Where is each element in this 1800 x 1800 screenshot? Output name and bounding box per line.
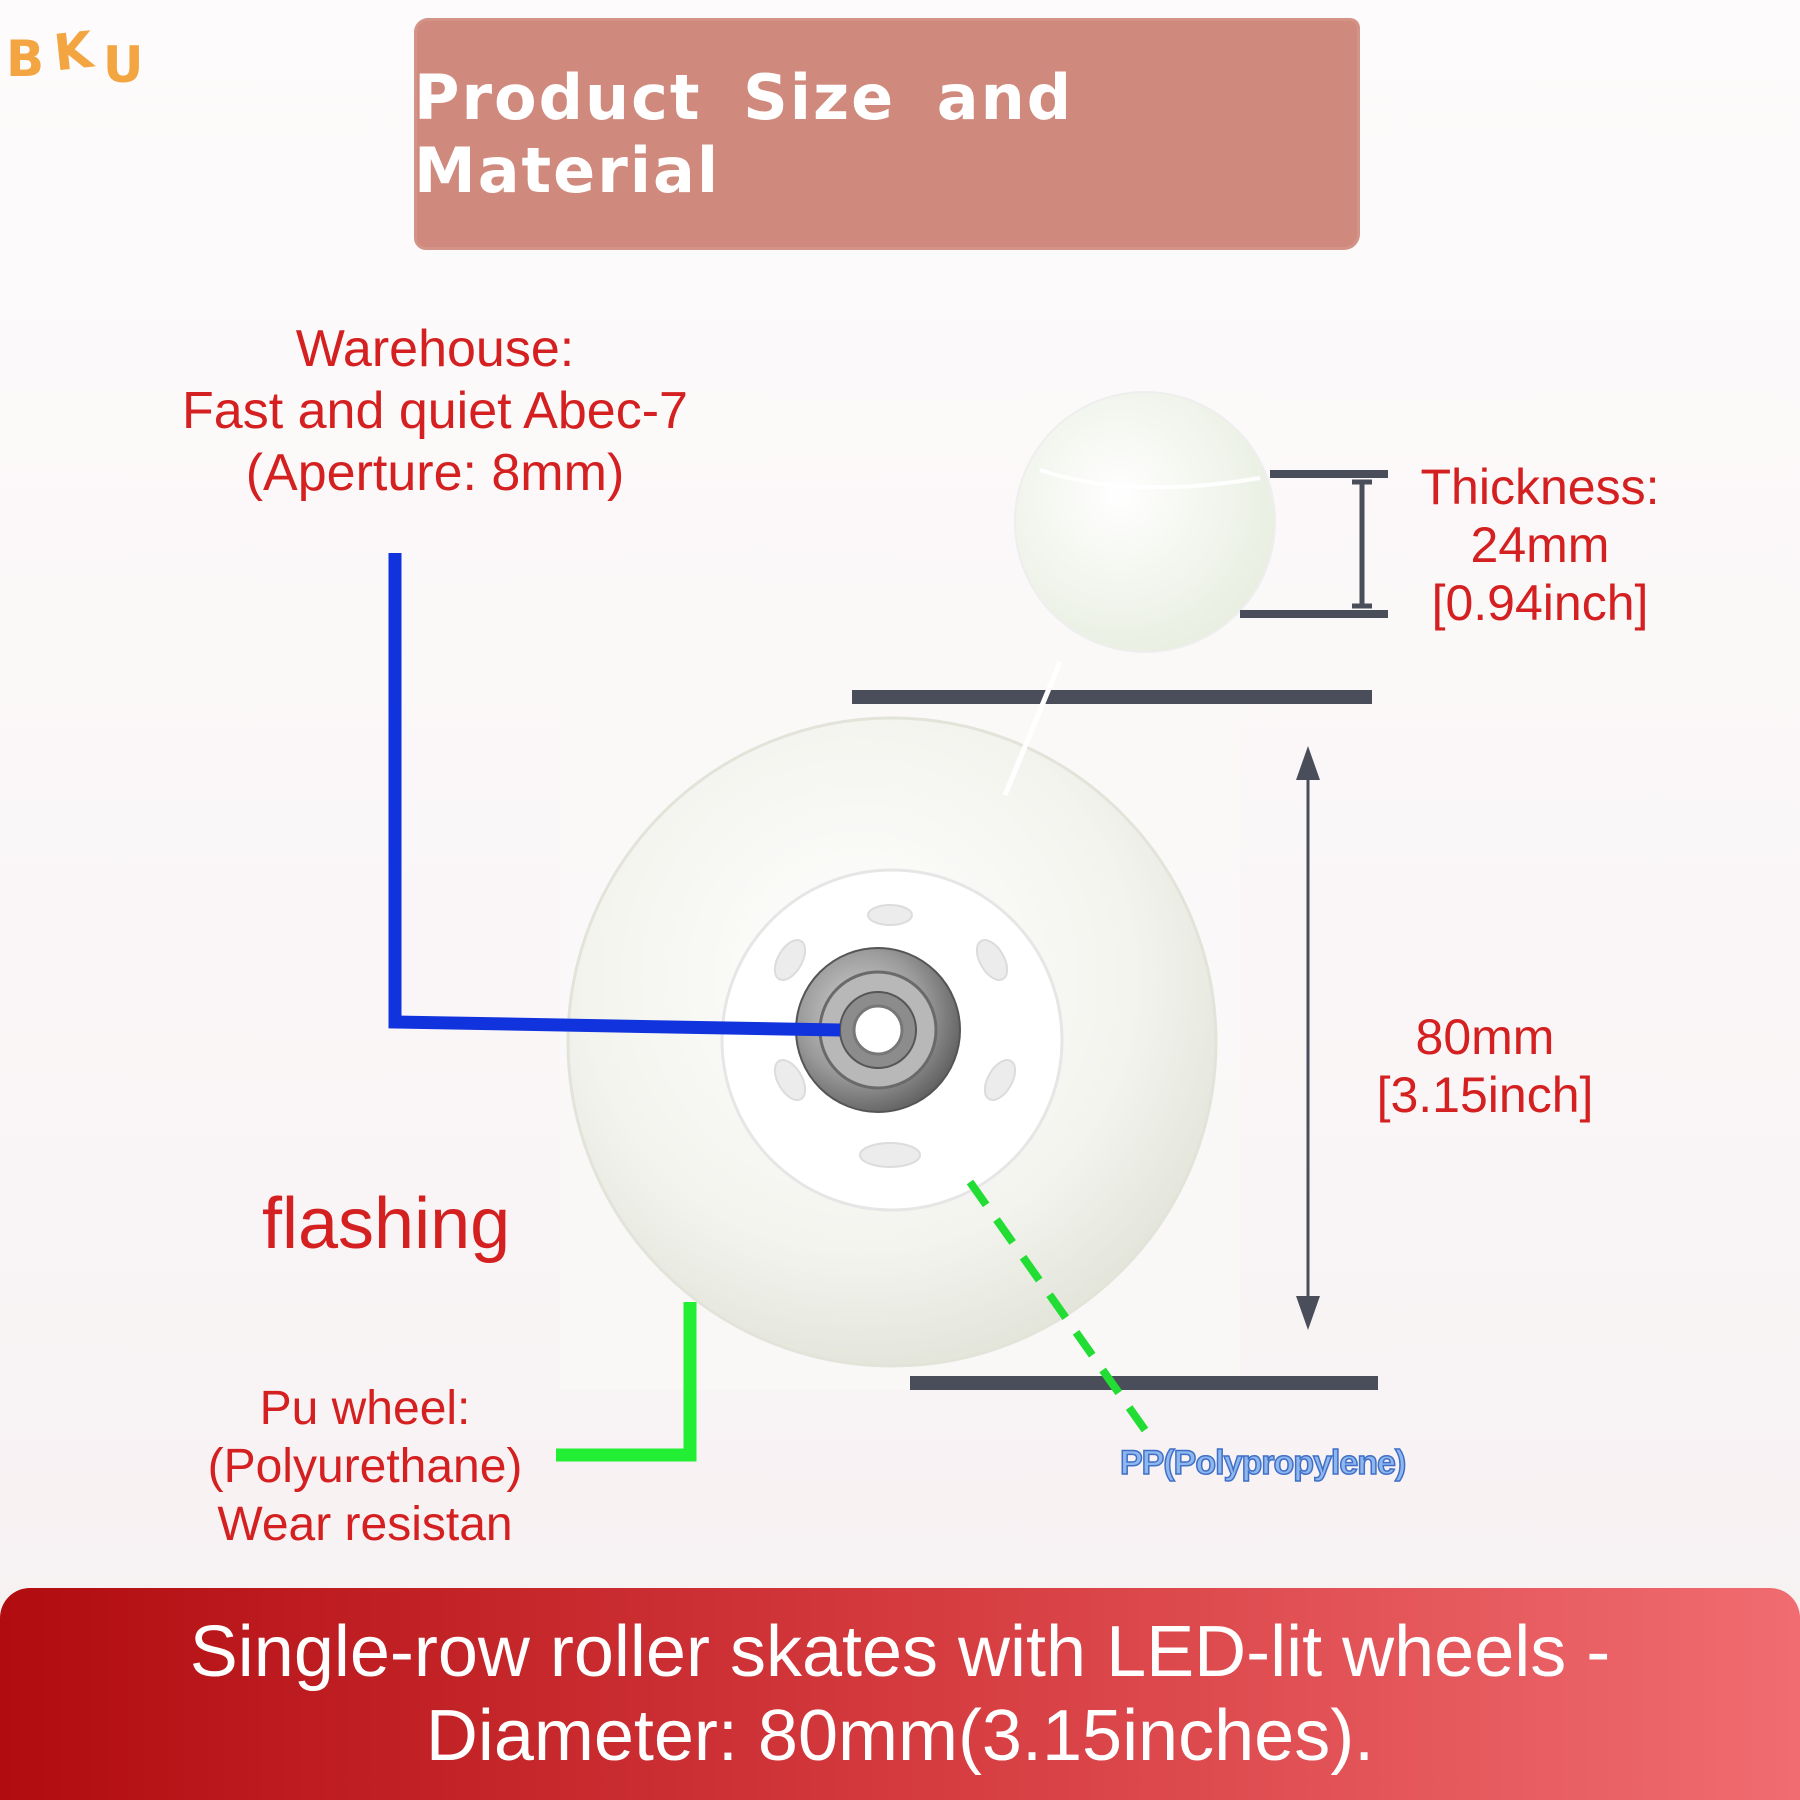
pp-leader-line — [966, 1179, 1149, 1433]
logo-letter-b: B — [6, 30, 55, 88]
pu-wheel-label: Pu wheel: (Polyurethane) Wear resistan — [160, 1380, 570, 1554]
diameter-arrow-up-icon — [1296, 746, 1320, 780]
thickness-label-line-3: [0.94inch] — [1431, 575, 1649, 631]
thickness-label-line-1: Thickness: — [1420, 459, 1660, 515]
bearing-label-line-3: (Aperture: 8mm) — [245, 444, 625, 502]
bottom-banner: Single-row roller skates with LED-lit wh… — [0, 1588, 1800, 1800]
pp-label: PP(Polypropylene) — [1119, 1443, 1407, 1483]
thickness-inset-wheel — [1014, 391, 1276, 653]
diameter-label-line-1: 80mm — [1415, 1009, 1555, 1065]
page-title: Product Size and Material — [414, 61, 1074, 207]
inset-connector-line — [1002, 661, 1063, 796]
pu-wheel-label-line-3: Wear resistan — [217, 1498, 513, 1551]
bottom-banner-line-2: Diameter: 80mm(3.15inches). — [425, 1696, 1375, 1776]
bearing-label-line-1: Warehouse: — [295, 320, 575, 378]
pu-wheel-label-line-1: Pu wheel: — [259, 1382, 471, 1435]
diameter-label: 80mm [3.15inch] — [1360, 1008, 1610, 1124]
bearing-leader-line — [388, 553, 841, 1037]
pu-wheel-label-line-2: (Polyurethane) — [207, 1440, 523, 1493]
diameter-arrow-down-icon — [1296, 1296, 1320, 1330]
title-banner: Product Size and Material — [414, 18, 1360, 250]
logo-letter-u: U — [102, 36, 154, 94]
bearing-label: Warehouse: Fast and quiet Abec-7 (Apertu… — [150, 318, 720, 504]
thickness-label: Thickness: 24mm [0.94inch] — [1410, 458, 1670, 632]
diameter-label-line-2: [3.15inch] — [1376, 1067, 1594, 1123]
flashing-label: flashing — [262, 1184, 511, 1264]
brand-logo: BKU — [6, 20, 153, 94]
bottom-banner-line-1: Single-row roller skates with LED-lit wh… — [189, 1612, 1611, 1692]
thickness-label-line-2: 24mm — [1470, 517, 1610, 573]
pu-leader-line — [556, 1302, 697, 1462]
bearing-label-line-2: Fast and quiet Abec-7 — [182, 382, 688, 440]
